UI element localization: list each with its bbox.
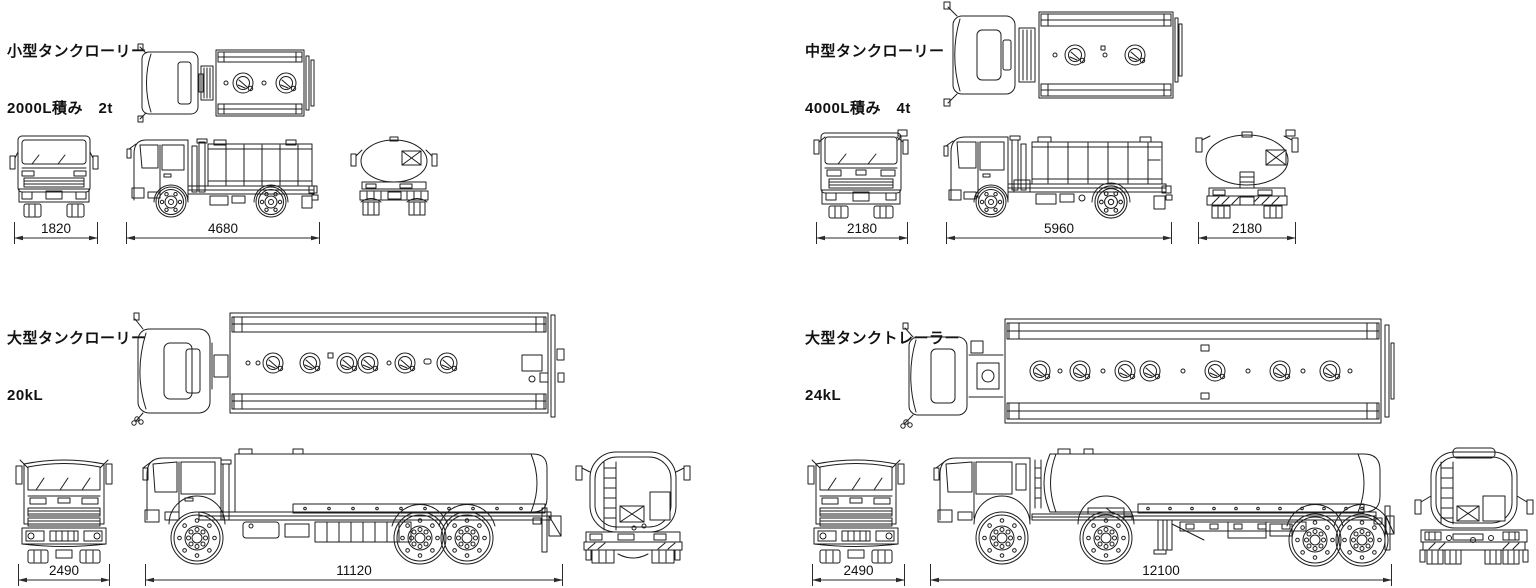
- title-block: 小型タンクローリー 2000L積み 2t: [7, 4, 147, 156]
- dimension-value: 2490: [49, 563, 79, 578]
- dimension-rear-width: 2180: [1198, 221, 1296, 244]
- dimension-front-width: 2490: [18, 563, 110, 586]
- vehicle-subtitle: 4000L積み 4t: [805, 100, 911, 117]
- title-block: 中型タンクローリー 4000L積み 4t: [805, 4, 945, 156]
- trailer-tractor-front-view: [807, 459, 905, 564]
- vehicle-subtitle: 24kL: [805, 387, 842, 404]
- dimension-value: 2180: [847, 221, 877, 236]
- medium-truck-side-view: [943, 135, 1173, 219]
- vehicle-title: 中型タンクローリー: [805, 43, 945, 60]
- dimension-front-width: 2490: [812, 563, 905, 586]
- dimension-front-width: 1820: [14, 221, 98, 244]
- title-block: 大型タンクローリー 20kL: [7, 291, 147, 443]
- dimension-side-length: 5960: [946, 221, 1172, 244]
- dimension-value: 5960: [1044, 221, 1074, 236]
- large-truck-plan-view: [131, 312, 565, 426]
- dimension-front-width: 2180: [816, 221, 908, 244]
- title-block: 大型タンクトレーラー 24kL: [805, 291, 960, 443]
- medium-truck-front-view: [813, 129, 909, 219]
- trailer-rear-view: [1414, 447, 1534, 565]
- trailer-side-view: [933, 448, 1395, 567]
- dimension-value: 2490: [843, 563, 873, 578]
- small-truck-front-view: [9, 135, 99, 218]
- small-truck-side-view: [126, 138, 319, 218]
- trailer-plan-view: [900, 318, 1395, 429]
- vehicle-title: 小型タンクローリー: [7, 43, 147, 60]
- large-truck-front-view: [15, 459, 113, 564]
- dimension-value: 11120: [336, 563, 372, 578]
- vehicle-subtitle: 20kL: [7, 387, 44, 404]
- small-truck-rear-view: [350, 136, 438, 216]
- dimension-value: 1820: [41, 221, 71, 236]
- vehicle-subtitle: 2000L積み 2t: [7, 100, 113, 117]
- dimension-value: 12100: [1142, 563, 1180, 578]
- vehicle-title: 大型タンクトレーラー: [805, 330, 961, 347]
- vehicle-title: 大型タンクローリー: [7, 330, 147, 347]
- medium-truck-rear-view: [1195, 129, 1299, 219]
- dimension-side-length: 12100: [930, 563, 1392, 586]
- large-truck-rear-view: [575, 451, 691, 564]
- small-truck-plan-view: [137, 43, 315, 123]
- dimension-side-length: 11120: [145, 563, 563, 586]
- dimension-side-length: 4680: [126, 221, 320, 244]
- dimension-value: 4680: [208, 221, 238, 236]
- medium-truck-plan-view: [943, 1, 1183, 107]
- large-truck-side-view: [142, 448, 562, 565]
- dimension-value: 2180: [1232, 221, 1262, 236]
